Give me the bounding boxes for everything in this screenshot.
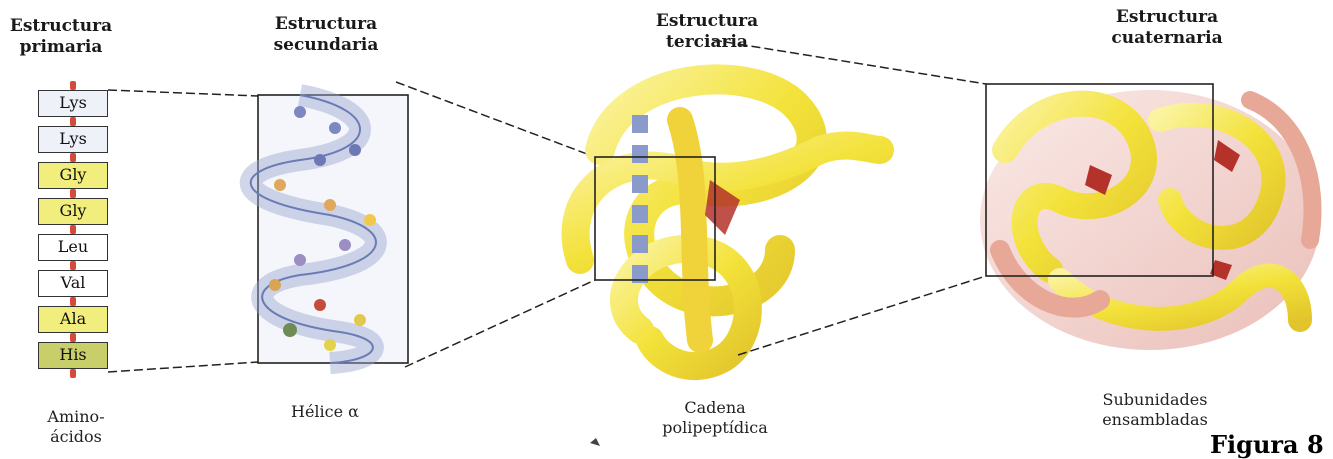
caption-primary-line2: ácidos [30,427,122,447]
peptide-link [70,189,76,198]
peptide-link [70,117,76,126]
amino-acid-box: Lys [38,126,108,153]
zoom-line-primary-top [108,90,258,96]
caption-tertiary-line2: polipeptídica [640,418,790,438]
caption-tertiary: Cadena polipeptídica [640,398,790,438]
caption-quaternary-line2: ensambladas [1090,410,1220,430]
amino-acid-box: Lys [38,90,108,117]
caption-secondary-line1: Hélice α [270,402,380,422]
caption-quaternary: Subunidades ensambladas [1090,390,1220,430]
caption-primary-line1: Amino- [30,407,122,427]
peptide-link [70,333,76,342]
peptide-link [70,297,76,306]
amino-acid-box: Val [38,270,108,297]
amino-acid-box: Leu [38,234,108,261]
peptide-link [70,225,76,234]
tertiary-fold-icon [576,79,880,366]
amino-acid-box: His [38,342,108,369]
peptide-link [70,369,76,378]
peptide-link [70,81,76,90]
quaternary-assembly-icon [980,90,1320,350]
peptide-link [70,153,76,162]
amino-acid-box: Ala [38,306,108,333]
caption-quaternary-line1: Subunidades [1090,390,1220,410]
figure-label: Figura 8 [1210,430,1324,459]
zoom-line-secondary-top [396,82,595,157]
mark-icon [590,438,600,446]
caption-primary: Amino- ácidos [30,407,122,447]
zoom-line-secondary-bottom [405,280,595,367]
amino-acid-box: Gly [38,162,108,189]
caption-tertiary-line1: Cadena [640,398,790,418]
peptide-link [70,261,76,270]
amino-acid-box: Gly [38,198,108,225]
zoom-line-primary-bottom [108,362,258,372]
caption-secondary: Hélice α [270,402,380,422]
